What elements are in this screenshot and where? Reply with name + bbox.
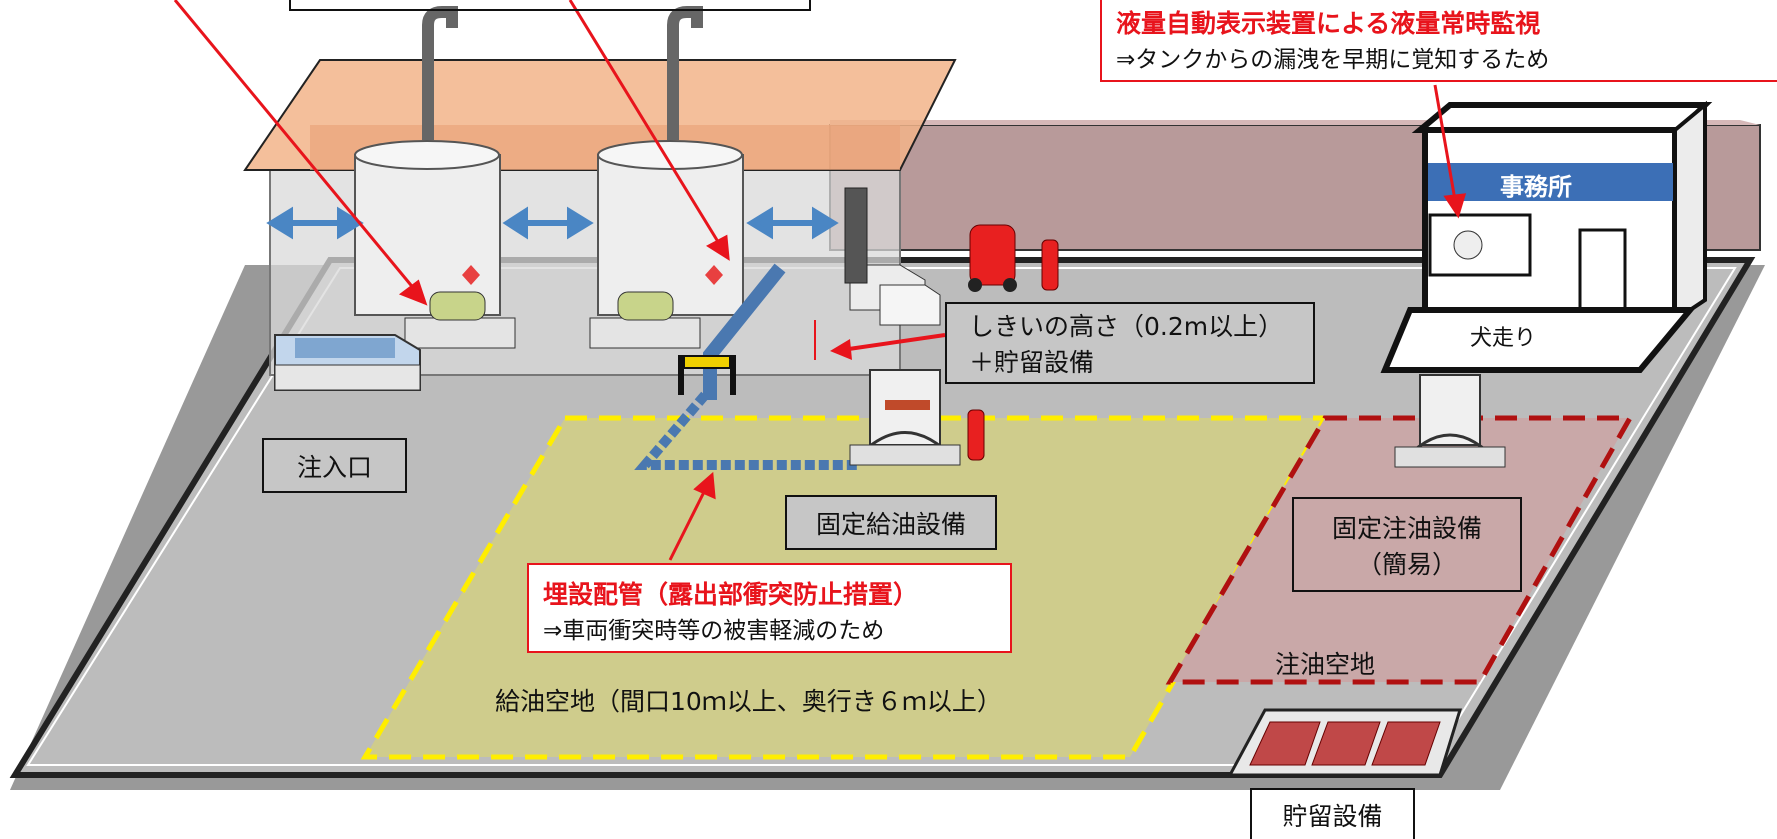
tank-1-base bbox=[404, 317, 516, 349]
extinguisher-cart bbox=[969, 224, 1016, 286]
fixed-filler-label: 固定注油設備 （簡易） bbox=[1292, 497, 1522, 592]
storage-label: 貯留設備 bbox=[1250, 788, 1415, 839]
buried-piping-callout: 埋設配管（露出部衝突防止措置） ⇒車両衝突時等の被害軽減のため bbox=[527, 563, 1012, 653]
tank-1-top bbox=[354, 140, 500, 170]
canopy bbox=[1380, 307, 1697, 373]
threshold-arrowhead bbox=[830, 339, 852, 360]
ventilation-arrows bbox=[266, 206, 839, 240]
tank-2-pump bbox=[617, 291, 674, 321]
callout-arrows bbox=[173, 0, 1467, 561]
buried-pipe bbox=[634, 391, 860, 470]
canopy-label: 犬走り bbox=[1470, 326, 1537, 351]
vent-pipe-2 bbox=[667, 6, 703, 140]
storage-grate-3 bbox=[1371, 721, 1441, 766]
tank-2 bbox=[597, 154, 744, 316]
office-roof bbox=[1411, 102, 1713, 133]
steps-lower bbox=[879, 284, 941, 326]
level-monitor-detail: ⇒タンクからの漏洩を早期に覚知するため bbox=[1116, 47, 1550, 73]
vent-pipe-1 bbox=[422, 6, 458, 140]
threshold-line2: ＋貯留設備 bbox=[969, 348, 1095, 377]
level-sensor-2 bbox=[705, 265, 723, 285]
office-side bbox=[1673, 100, 1707, 324]
extinguisher-2 bbox=[967, 409, 985, 461]
fixed-filler-base bbox=[1394, 446, 1506, 468]
inlet-box-front bbox=[274, 364, 421, 391]
threshold-line1: しきいの高さ（0.2m以上） bbox=[969, 312, 1284, 341]
door bbox=[844, 187, 868, 284]
buried-piping-title: 埋設配管（露出部衝突防止措置） bbox=[543, 580, 919, 609]
refuel-space-label: 給油空地（間口10ｍ以上、奥行き６ｍ以上） bbox=[495, 687, 1002, 716]
inlet-pipes bbox=[295, 338, 395, 358]
office-door bbox=[1578, 228, 1627, 312]
tank-1-pump bbox=[429, 291, 486, 321]
fixed-filler-line1: 固定注油設備 bbox=[1331, 513, 1482, 543]
bollard-stripes bbox=[685, 357, 729, 367]
tank-2-top bbox=[597, 140, 743, 170]
office-sign: 事務所 bbox=[1500, 173, 1572, 201]
fixed-filler-line2: （簡易） bbox=[1356, 549, 1457, 579]
fixed-filler-body bbox=[1419, 374, 1481, 446]
bollard-leg-left bbox=[678, 355, 684, 395]
inlet-label: 注入口 bbox=[262, 438, 407, 493]
attendant bbox=[1453, 230, 1483, 260]
storage-grate-1 bbox=[1249, 721, 1321, 766]
buried-piping-detail: ⇒車両衝突時等の被害軽減のため bbox=[543, 618, 885, 644]
filling-space-label: 注油空地 bbox=[1275, 650, 1376, 679]
level-monitor-callout: 液量自動表示装置による液量常時監視 ⇒タンクからの漏洩を早期に覚知するため bbox=[1100, 0, 1777, 82]
extinguisher-1 bbox=[1041, 239, 1059, 291]
fixed-dispenser-label: 固定給油設備 bbox=[785, 495, 997, 550]
tank-2-base bbox=[589, 317, 701, 349]
extinguisher-cart-wheel-left bbox=[968, 278, 982, 292]
threshold-arrow bbox=[841, 333, 946, 352]
level-monitor-title: 液量自動表示装置による液量常時監視 bbox=[1116, 9, 1541, 38]
top-callout-box-edge bbox=[289, 0, 811, 11]
storage-grate-2 bbox=[1311, 721, 1381, 766]
extinguisher-cart-wheel-right bbox=[1003, 278, 1017, 292]
fixed-dispenser-base bbox=[849, 444, 961, 466]
office-sign-band bbox=[1428, 163, 1673, 201]
bollard-leg-right bbox=[730, 355, 736, 395]
fixed-dispenser-panel bbox=[885, 400, 930, 410]
level-sensor-1 bbox=[462, 265, 480, 285]
tank-1 bbox=[354, 154, 501, 316]
threshold-label: しきいの高さ（0.2m以上） ＋貯留設備 bbox=[945, 302, 1315, 384]
